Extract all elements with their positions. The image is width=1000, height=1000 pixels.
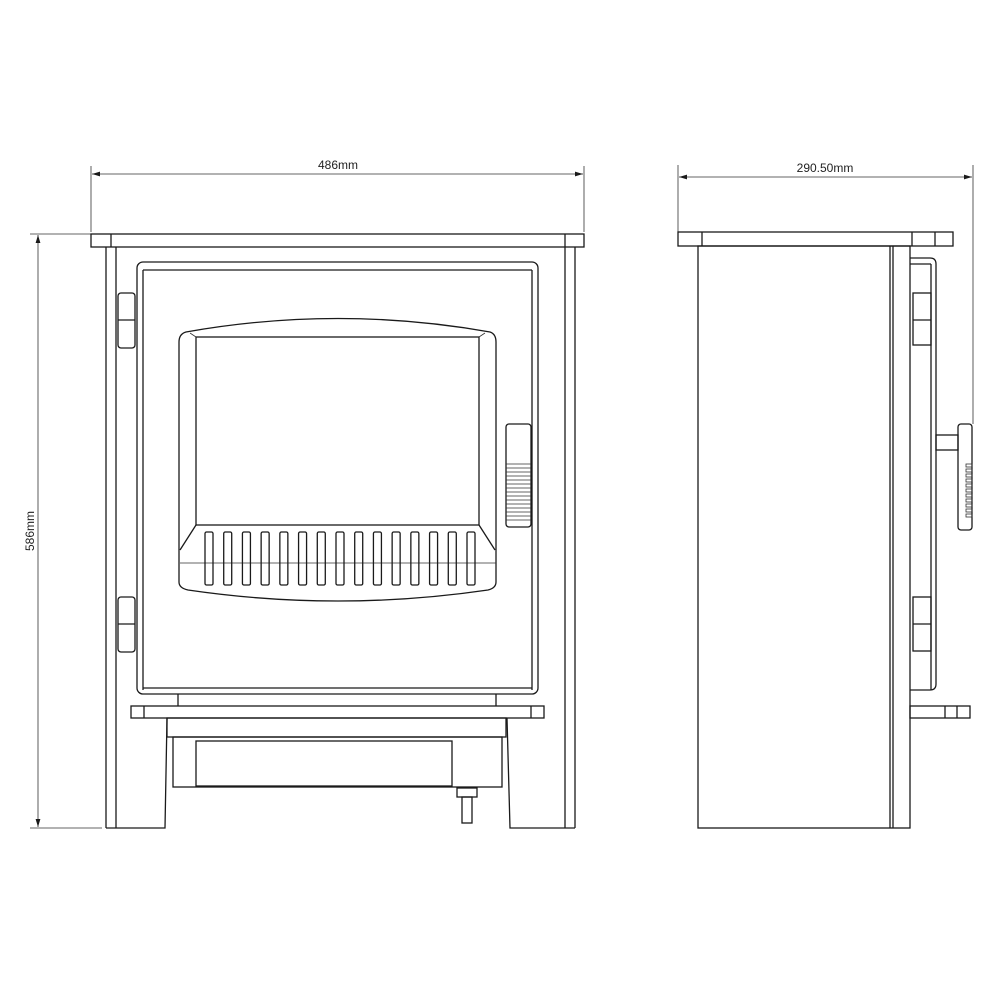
door — [136, 261, 539, 695]
knob-ridge — [965, 508, 973, 513]
knob-ridge — [965, 463, 973, 468]
side-hearth — [909, 705, 971, 719]
louvre-slot — [428, 531, 439, 586]
louvre-slot — [410, 531, 420, 586]
knob-ridge — [965, 488, 973, 493]
knob-ridge — [965, 483, 973, 488]
side-depth-dimension: 290.50mm — [677, 161, 974, 424]
side-body — [697, 245, 911, 829]
louvre-slot — [447, 531, 457, 586]
knob-ridge — [965, 493, 973, 498]
knob-ridge — [965, 503, 973, 508]
louvre-slot — [279, 531, 289, 586]
control-knob — [505, 423, 532, 528]
louvre-slot — [466, 531, 476, 586]
window-frame — [178, 317, 497, 602]
side-control-knob — [935, 423, 973, 531]
knob-ridge — [965, 468, 973, 473]
knob-ridge — [965, 498, 973, 503]
side-view — [677, 231, 973, 829]
front-height-label: 586mm — [23, 511, 37, 551]
side-door — [910, 257, 937, 691]
louvre-slot — [241, 531, 252, 586]
left-leg — [106, 717, 168, 829]
fire-window — [195, 336, 480, 526]
side-lower-hinge — [912, 596, 932, 652]
side-depth-label: 290.50mm — [797, 161, 854, 175]
louvre-grille — [204, 531, 476, 586]
power-plug — [456, 787, 478, 824]
louvre-slot — [204, 531, 214, 586]
louvre-slot — [223, 531, 233, 586]
front-width-label: 486mm — [318, 158, 358, 172]
louvre-slot — [260, 531, 270, 586]
louvre-slot — [372, 531, 383, 586]
hearth-plate — [130, 705, 545, 719]
louvre-slot — [297, 531, 308, 586]
side-upper-hinge — [912, 292, 932, 346]
louvre-slot — [354, 531, 364, 586]
front-view — [90, 233, 585, 829]
front-width-dimension: 486mm — [90, 158, 585, 232]
knob-ridge — [965, 473, 973, 478]
louvre-slot — [335, 531, 345, 586]
lower-hinge — [117, 596, 136, 653]
louvre-slot — [391, 531, 401, 586]
knob-ridge — [965, 478, 973, 483]
upper-hinge — [117, 292, 136, 349]
heater-vent — [172, 736, 503, 788]
heater-housing — [166, 717, 507, 738]
right-leg — [506, 717, 575, 829]
louvre-slot — [316, 531, 326, 586]
front-height-dimension: 586mm — [23, 233, 102, 829]
top-slab — [90, 233, 585, 248]
knob-ridge — [965, 513, 973, 518]
